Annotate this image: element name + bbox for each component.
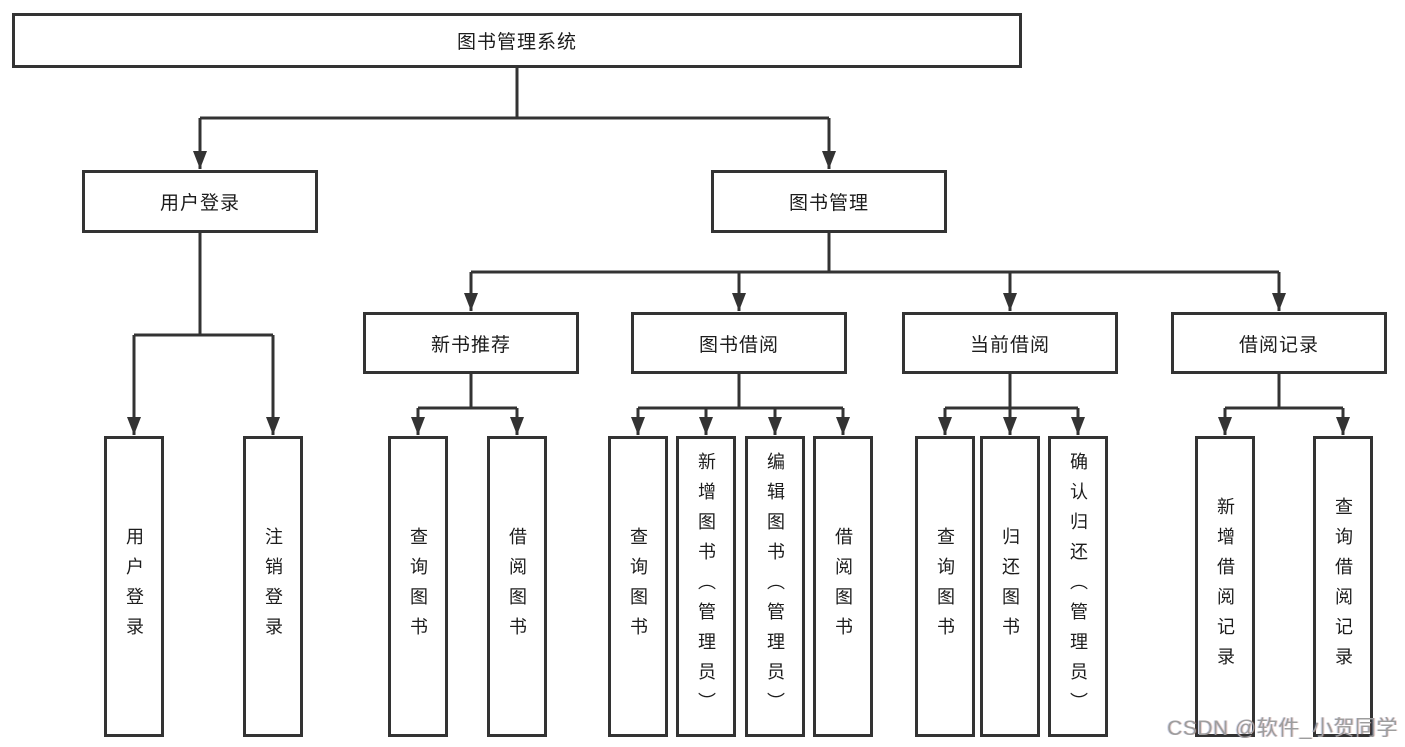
leaf-return-books: 归还图书 (980, 436, 1040, 737)
node-root-system: 图书管理系统 (12, 13, 1022, 68)
leaf-add-borrow-record: 新增借阅记录 (1195, 436, 1255, 737)
csdn-watermark: CSDN @软件_小贺同学 (1167, 717, 1398, 740)
leaf-add-books-admin: 新增图书（管理员） (676, 436, 736, 737)
connector-trunks (134, 68, 1343, 410)
node-book-management: 图书管理 (711, 170, 947, 233)
leaf-borrow-books: 借阅图书 (813, 436, 873, 737)
leaf-query-books-borrow: 查询图书 (608, 436, 668, 737)
leaf-user-login: 用户登录 (104, 436, 164, 737)
node-new-book-recommend: 新书推荐 (363, 312, 579, 374)
leaf-query-borrow-record: 查询借阅记录 (1313, 436, 1373, 737)
leaf-logout: 注销登录 (243, 436, 303, 737)
node-book-borrow: 图书借阅 (631, 312, 847, 374)
leaf-confirm-return-admin: 确认归还（管理员） (1048, 436, 1108, 737)
leaf-borrow-books-recommend: 借阅图书 (487, 436, 547, 737)
node-user-login: 用户登录 (82, 170, 318, 233)
node-borrow-records: 借阅记录 (1171, 312, 1387, 374)
leaf-query-books-recommend: 查询图书 (388, 436, 448, 737)
leaf-edit-books-admin: 编辑图书（管理员） (745, 436, 805, 737)
node-current-borrow: 当前借阅 (902, 312, 1118, 374)
connector-arrows (127, 118, 1350, 435)
leaf-query-books-current: 查询图书 (915, 436, 975, 737)
